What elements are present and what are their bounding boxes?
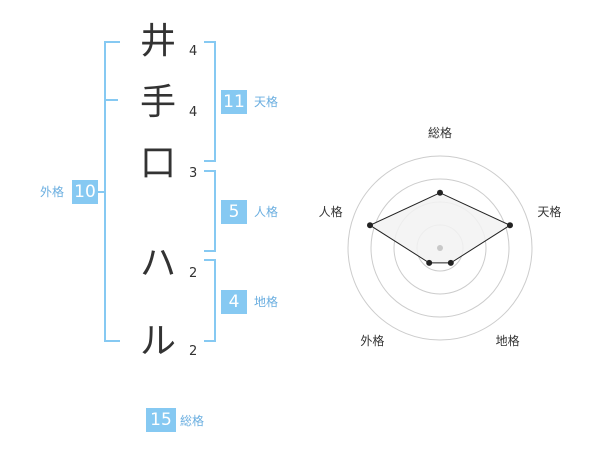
radar-ring-3 bbox=[370, 178, 510, 318]
gaikaku-value-badge: 10 bbox=[72, 180, 98, 204]
jinkaku-bracket bbox=[204, 170, 216, 252]
radar-point-1 bbox=[437, 189, 443, 196]
radar-center-dot bbox=[437, 245, 443, 251]
chikaku-value-badge: 4 bbox=[221, 290, 247, 314]
gaikaku-label: 外格 bbox=[40, 185, 65, 199]
radar-label-4: 外格 bbox=[360, 334, 385, 349]
radar-point-2 bbox=[506, 222, 513, 229]
jinkaku-label: 人格 bbox=[254, 205, 279, 219]
tenkaku-bracket bbox=[204, 41, 216, 162]
stroke-count-2: 4 bbox=[189, 105, 198, 120]
soukaku-value-badge: 15 bbox=[146, 408, 176, 432]
radar-point-5 bbox=[367, 222, 374, 229]
tenkaku-value-badge: 11 bbox=[221, 90, 247, 114]
name-char-2: 手 bbox=[139, 82, 176, 123]
gaikaku-bracket-connector bbox=[98, 191, 104, 193]
gaikaku-bracket-tick bbox=[104, 99, 118, 101]
radar-label-5: 人格 bbox=[318, 205, 343, 220]
radar-label-1: 総格 bbox=[427, 126, 453, 140]
name-char-4: ハ bbox=[139, 243, 176, 284]
stroke-count-3: 3 bbox=[189, 166, 198, 181]
radar-data-polygon bbox=[368, 192, 512, 264]
chikaku-label: 地格 bbox=[254, 295, 279, 309]
radar-label-2: 天格 bbox=[537, 205, 562, 220]
radar-point-4 bbox=[426, 259, 433, 266]
radar-label-3: 地格 bbox=[495, 334, 520, 349]
stroke-count-4: 2 bbox=[189, 266, 198, 281]
tenkaku-label: 天格 bbox=[254, 95, 279, 109]
radar-point-3 bbox=[447, 259, 454, 266]
chikaku-bracket bbox=[204, 259, 216, 342]
name-char-5: ル bbox=[139, 321, 176, 362]
name-char-3: 口 bbox=[139, 143, 176, 184]
name-char-1: 井 bbox=[139, 21, 176, 62]
stroke-count-5: 2 bbox=[189, 344, 198, 359]
soukaku-label: 総格 bbox=[180, 414, 205, 428]
gaikaku-bracket bbox=[104, 41, 120, 342]
stroke-count-1: 4 bbox=[189, 44, 198, 59]
jinkaku-value-badge: 5 bbox=[221, 200, 247, 224]
